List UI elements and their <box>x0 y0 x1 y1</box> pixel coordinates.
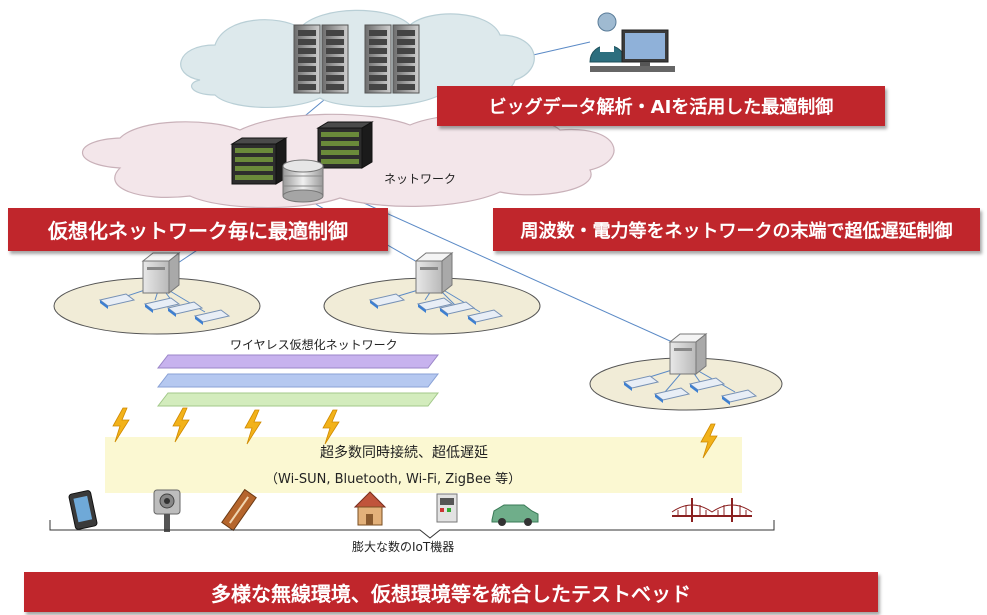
connection-title: 超多数同時接続、超低遅延 <box>320 445 488 461</box>
banner-edge-low-latency: 周波数・電力等をネットワークの末端で超低遅延制御 <box>493 208 980 251</box>
house-icon <box>353 491 387 526</box>
banner-virtual-network-control: 仮想化ネットワーク毎に最適制御 <box>8 208 388 251</box>
device-bracket <box>49 520 775 539</box>
network-servers <box>231 121 373 203</box>
banner-big-data-ai: ビッグデータ解析・AIを活用した最適制御 <box>437 86 885 126</box>
database-icon <box>282 159 324 203</box>
edge-pc-2 <box>415 252 453 294</box>
bridge-icon <box>671 498 753 522</box>
thermometer-icon <box>221 488 257 532</box>
top-cloud <box>180 9 535 109</box>
banner-integrated-testbed: 多様な無線環境、仮想環境等を統合したテストベッド <box>24 572 878 612</box>
camera-icon <box>153 489 181 532</box>
smartphone-icon <box>68 490 98 530</box>
iot-devices-label: 膨大な数のIoT機器 <box>352 540 455 554</box>
network-label: ネットワーク <box>384 172 457 186</box>
car-icon <box>491 504 539 526</box>
operator-icon <box>589 12 675 72</box>
edge-pc-3 <box>669 333 707 375</box>
wireless-network-label: ワイヤレス仮想化ネットワーク <box>230 338 398 352</box>
virtual-layers <box>156 354 440 407</box>
edge-pc-1 <box>142 252 180 294</box>
connection-band <box>105 437 742 493</box>
protocol-list: （Wi-SUN, Bluetooth, Wi-Fi, ZigBee 等） <box>265 472 522 487</box>
smart-meter-icon <box>436 493 458 523</box>
